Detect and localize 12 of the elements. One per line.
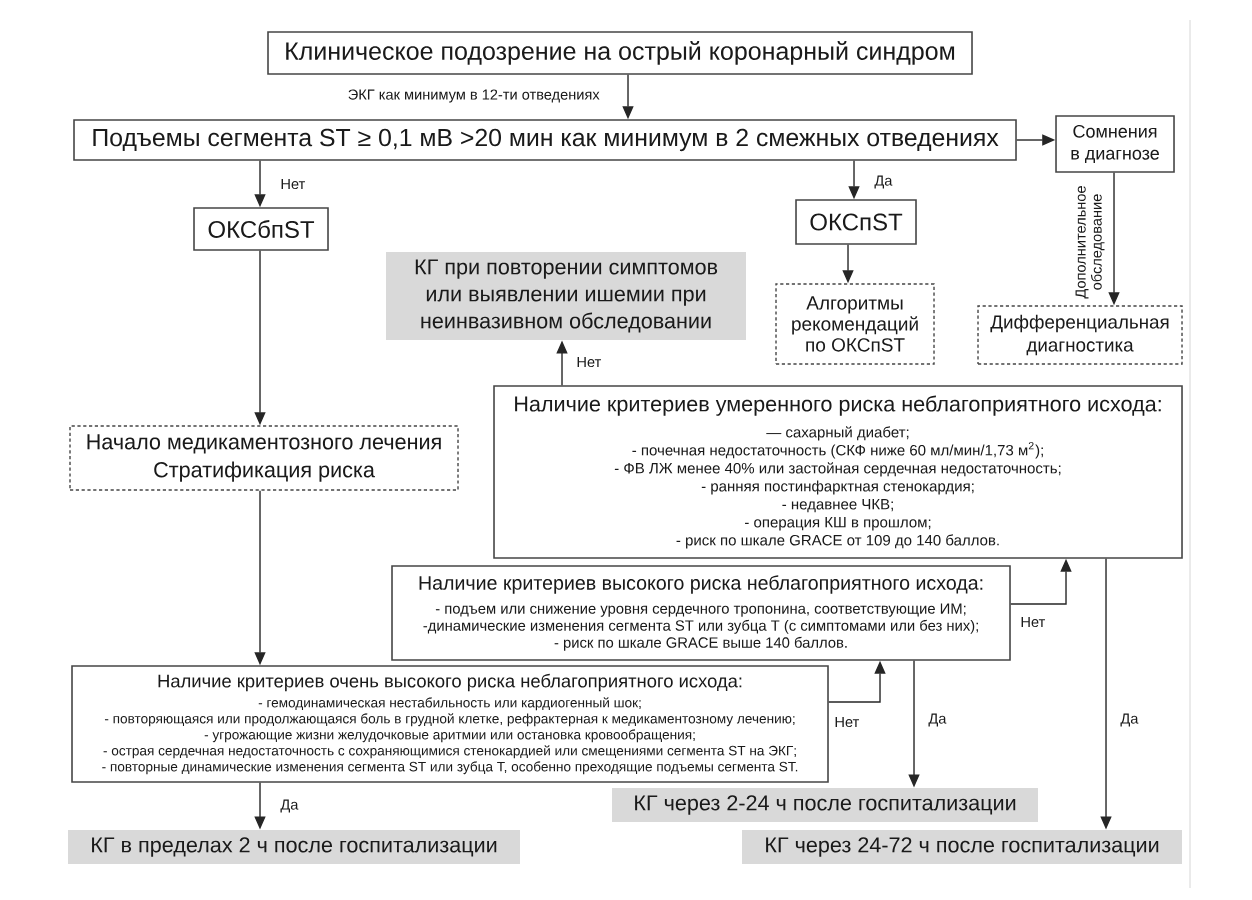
process-box: Сомнения в диагнозе [1055, 115, 1175, 173]
dashed-box: Начало медикаментозного лечения Стратификация риска [69, 425, 459, 491]
process-box: ОКСпST [795, 199, 917, 245]
dashed-box: Алгоритмы рекомендаций по ОКСпST [775, 283, 935, 365]
shaded-box: КГ через 2-24 ч после госпитализации [612, 788, 1038, 822]
process-box: Подъемы сегмента ST ≥ 0,1 мВ >20 мин как минимум в 2 смежных отведениях [73, 119, 1017, 161]
process-box: ОКСбпST [193, 207, 329, 251]
shaded-box: КГ через 24-72 ч после госпитализации [742, 830, 1182, 864]
process-box: Клиническое подозрение на острый коронарный синдром [267, 31, 973, 75]
shaded-box: КГ при повторении симптомов или выявлении ишемии при неинвазивном обследовании [386, 252, 746, 340]
dashed-box: Дифференциальная диагностика [977, 305, 1183, 365]
shaded-box: КГ в пределах 2 ч после госпитализации [68, 830, 520, 864]
